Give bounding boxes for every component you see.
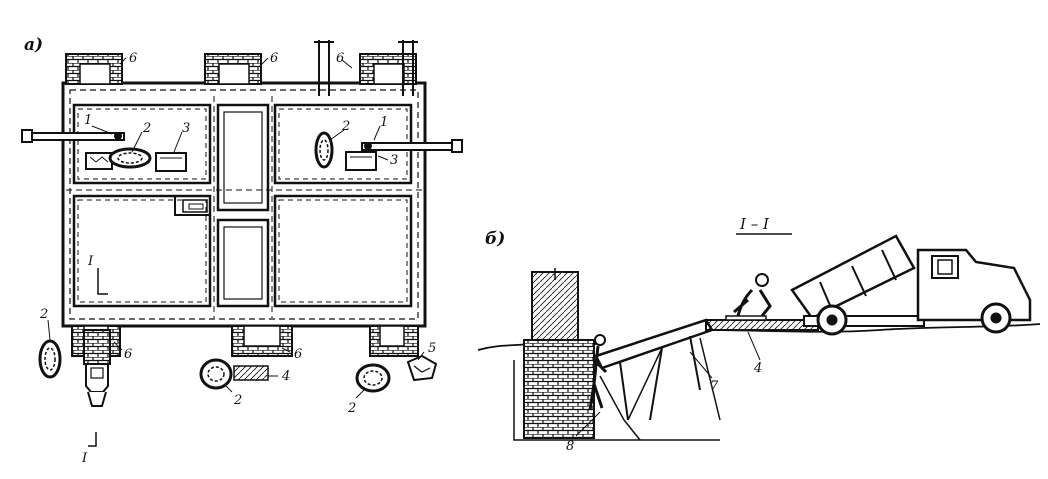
platform-4 bbox=[705, 319, 819, 331]
callout-2-right: 2 bbox=[341, 119, 350, 134]
section-mark-bottom: I bbox=[81, 432, 97, 466]
callout-2-left: 2 bbox=[142, 121, 151, 136]
panel-b-label: б) bbox=[485, 229, 505, 249]
chute-ramp bbox=[594, 318, 714, 441]
callout-3-right: 3 bbox=[390, 153, 398, 168]
callout-4-plan: 4 bbox=[281, 369, 290, 384]
truck-top-view bbox=[83, 329, 111, 407]
callout-4-section: 4 bbox=[753, 361, 762, 376]
top-brick-bins bbox=[65, 40, 418, 96]
brick-wall bbox=[523, 268, 595, 439]
callout-1-right: 1 bbox=[380, 115, 388, 130]
brick-stacks bbox=[38, 131, 391, 393]
callout-6-bot1: 6 bbox=[124, 347, 132, 362]
section-title: I – I bbox=[739, 215, 770, 233]
callout-7: 7 bbox=[710, 379, 719, 394]
section-leaders bbox=[575, 331, 761, 437]
callout-3-left: 3 bbox=[182, 121, 190, 136]
interior-walls bbox=[66, 96, 422, 318]
callout-5: 5 bbox=[428, 341, 436, 356]
dump-truck bbox=[790, 234, 1032, 336]
callout-6-top2: 6 bbox=[270, 51, 278, 66]
callout-2-bottom-left: 2 bbox=[39, 307, 48, 322]
section-mark-top: I bbox=[87, 254, 108, 295]
pallet-4 bbox=[233, 365, 269, 381]
tub-5 bbox=[406, 354, 438, 382]
callout-2-bottom-right: 2 bbox=[347, 401, 356, 416]
section-mark-bottom-label: I bbox=[81, 451, 88, 466]
leader-lines bbox=[47, 57, 425, 399]
worker-bottom bbox=[588, 334, 608, 411]
worker-unloading bbox=[725, 273, 772, 321]
callout-6-top3: 6 bbox=[336, 51, 344, 66]
callout-8: 8 bbox=[566, 439, 574, 454]
mortar-boxes bbox=[85, 151, 377, 172]
callout-6-top1: 6 bbox=[129, 51, 137, 66]
conveyor-right bbox=[361, 139, 463, 153]
section-mark-label: I bbox=[87, 254, 94, 269]
panel-b-section: б) I – I bbox=[477, 215, 1041, 454]
callout-2-bottom-mid: 2 bbox=[233, 393, 242, 408]
foundation-outline bbox=[61, 81, 427, 328]
callout-1-left: 1 bbox=[84, 113, 92, 128]
conveyor-left bbox=[21, 129, 125, 143]
callout-6-bot2: 6 bbox=[294, 347, 302, 362]
panel-a-label: а) bbox=[24, 35, 43, 55]
panel-a-plan: а) bbox=[21, 35, 463, 466]
